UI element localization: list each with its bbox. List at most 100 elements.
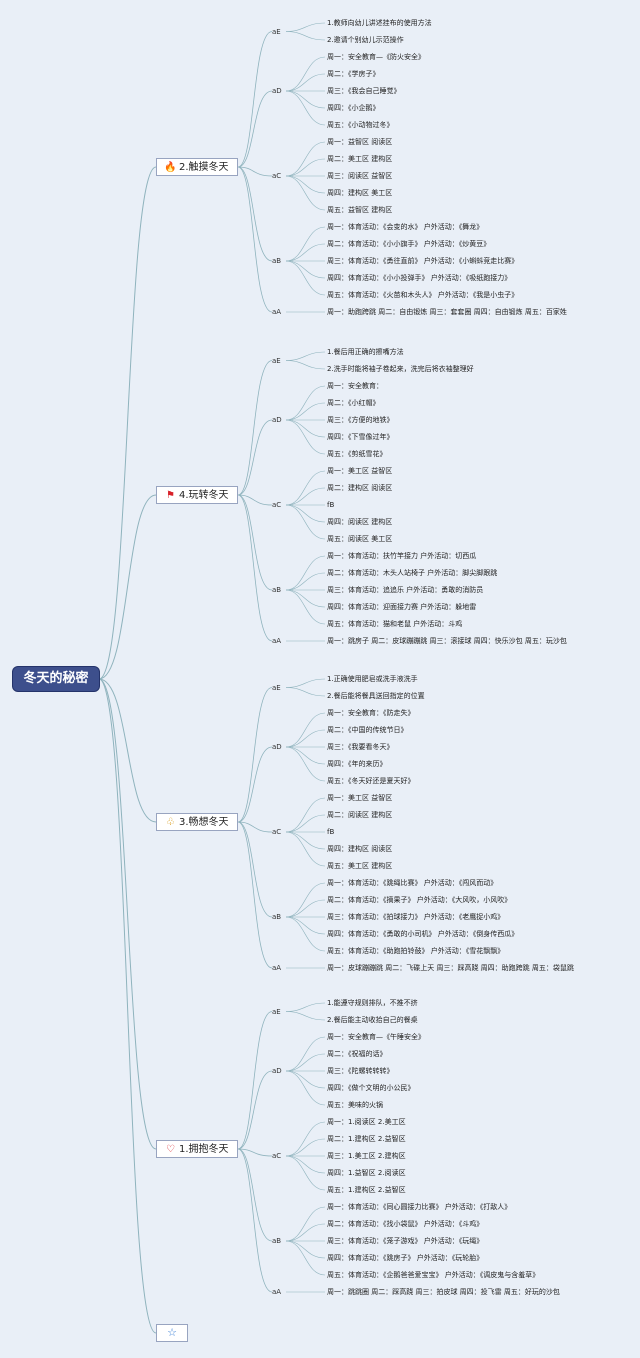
leaf-item[interactable]: 周一：体育活动：扶竹竿接力 户外活动：切西瓜 <box>327 552 477 560</box>
group-label[interactable]: aE <box>272 683 281 692</box>
leaf-item[interactable]: 周五：《剪纸雪花》 <box>327 450 387 458</box>
leaf-item[interactable]: 周四：阅读区 建构区 <box>327 518 393 526</box>
leaf-item[interactable]: 周五：体育活动：《火苗和木头人》 户外活动：《我是小虫子》 <box>327 291 519 299</box>
group-label[interactable]: aA <box>272 1288 282 1296</box>
leaf-item[interactable]: 周三：体育活动：《勇往直前》 户外活动：《小蝌蚪竞走比赛》 <box>327 257 519 265</box>
topic-3[interactable]: ♧3.畅想冬天 <box>156 813 238 831</box>
leaf-item[interactable]: fB <box>327 828 335 836</box>
leaf-item[interactable]: 1.教师向幼儿讲述挂布的使用方法 <box>327 19 432 27</box>
leaf-item[interactable]: 周二：体育活动：木头人站椅子 户外活动：脚尖脚跟跳 <box>327 569 498 577</box>
leaf-item[interactable]: 周四：体育活动：迎面接力赛 户外活动：躲地雷 <box>327 603 477 611</box>
leaf-item[interactable]: 周二：《小红帽》 <box>327 399 380 407</box>
group-label[interactable]: aA <box>272 964 282 972</box>
leaf-item[interactable]: 周一：体育活动：《跳绳比赛》 户外活动：《闯风而动》 <box>327 879 498 887</box>
leaf-item[interactable]: 周二：《中国的传统节日》 <box>327 726 408 734</box>
extra-topic[interactable]: ☆ <box>156 1324 188 1342</box>
leaf-item[interactable]: 周二：美工区 建构区 <box>327 155 393 163</box>
leaf-item[interactable]: 周二：体育活动：《找小袋鼠》 户外活动：《斗鸡》 <box>327 1220 484 1228</box>
leaf-item[interactable]: 周五：体育活动：《助跑拍铃鼓》 户外活动：《雪花飘飘》 <box>327 947 505 955</box>
leaf-item[interactable]: 周四：建构区 美工区 <box>327 189 393 197</box>
leaf-item[interactable]: 周五：阅读区 美工区 <box>327 535 393 543</box>
group-label[interactable]: aB <box>272 257 282 265</box>
leaf-item[interactable]: fB <box>327 501 335 509</box>
leaf-item[interactable]: 1.能遵守规则排队，不推不挤 <box>327 999 418 1007</box>
leaf-item[interactable]: 周三：体育活动：《拍球接力》 户外活动：《老鹰捉小鸡》 <box>327 913 505 921</box>
flame-icon: 🔥 <box>164 162 177 173</box>
leaf-item[interactable]: 周一：安全教育：《防走失》 <box>327 709 415 717</box>
leaf-item[interactable]: 周三：《方便的地铁》 <box>327 416 394 424</box>
leaf-item[interactable]: 周四：体育活动：《跳房子》 户外活动：《玩轮胎》 <box>327 1254 484 1262</box>
leaf-item[interactable]: 周二：建构区 阅读区 <box>327 484 393 492</box>
leaf-item[interactable]: 周一：安全教育： <box>327 382 383 390</box>
leaf-item[interactable]: 周四：《小企鹅》 <box>327 104 380 112</box>
leaf-item[interactable]: 周五：1.建构区 2.益智区 <box>327 1186 406 1194</box>
leaf-item[interactable]: 周一：体育活动：《同心圆接力比赛》 户外活动：《打敌人》 <box>327 1203 512 1211</box>
leaf-item[interactable]: 1.正确使用肥皂或洗手液洗手 <box>327 675 418 683</box>
connector <box>285 243 326 262</box>
leaf-item[interactable]: 周五：益智区 建构区 <box>327 206 393 214</box>
leaf-item[interactable]: 周二：体育活动：《摘果子》 户外活动：《大风吹，小风吹》 <box>327 896 512 904</box>
leaf-item[interactable]: 周四：体育活动：《小小投弹手》 户外活动：《吸纸跑接力》 <box>327 274 512 282</box>
leaf-item[interactable]: 周二：《学房子》 <box>327 70 380 78</box>
root-topic[interactable]: 冬天的秘密 <box>13 667 99 691</box>
leaf-item[interactable]: 周五：美工区 建构区 <box>327 862 393 870</box>
group-label[interactable]: aA <box>272 308 282 316</box>
leaf-item[interactable]: 周三：1.美工区 2.建构区 <box>327 1152 406 1160</box>
leaf-item[interactable]: 周二：1.建构区 2.益智区 <box>327 1135 406 1143</box>
leaf-item[interactable]: 周五：《冬天好还是夏天好》 <box>327 777 415 785</box>
leaf-item[interactable]: 周五：体育活动：猫和老鼠 户外活动：斗鸡 <box>327 620 463 628</box>
leaf-item[interactable]: 周三：阅读区 益智区 <box>327 172 393 180</box>
leaf-item[interactable]: 周一：美工区 益智区 <box>327 794 393 802</box>
leaf-item[interactable]: 周一：美工区 益智区 <box>327 467 393 475</box>
leaf-item[interactable]: 周二：《祝福的话》 <box>327 1050 387 1058</box>
group-label[interactable]: aE <box>272 27 281 36</box>
group-label[interactable]: aC <box>272 828 282 836</box>
group-label[interactable]: aB <box>272 913 282 921</box>
leaf-item[interactable]: 1.餐后用正确的擦嘴方法 <box>327 348 404 356</box>
group-label[interactable]: aE <box>272 356 281 365</box>
leaf-item[interactable]: 2.洗手时能将袖子卷起来，洗完后将衣袖整理好 <box>327 365 474 373</box>
group-label[interactable]: aC <box>272 1152 282 1160</box>
leaf-item[interactable]: 周一：跳房子 周二：皮球蹦蹦跳 周三：滚接球 周四：快乐沙包 周五：玩沙包 <box>327 637 567 645</box>
leaf-item[interactable]: 2.餐后能将餐具送回指定的位置 <box>327 692 425 700</box>
group-label[interactable]: aE <box>272 1007 281 1016</box>
leaf-item[interactable]: 周一：体育活动：《会变的水》 户外活动：《舞龙》 <box>327 223 484 231</box>
leaf-item[interactable]: 周四：《下雪像过年》 <box>327 433 394 441</box>
leaf-item[interactable]: 周四：1.益智区 2.阅读区 <box>327 1169 406 1177</box>
leaf-item[interactable]: 周一：安全教育—《午睡安全》 <box>327 1033 425 1041</box>
topic-4[interactable]: ♡1.拥抱冬天 <box>156 1140 238 1158</box>
leaf-item[interactable]: 周五：美味的火锅 <box>327 1101 383 1109</box>
group-label[interactable]: aA <box>272 637 282 645</box>
leaf-item[interactable]: 周三：《我会自己睡觉》 <box>327 87 401 95</box>
leaf-item[interactable]: 周一：1.阅读区 2.美工区 <box>327 1118 406 1126</box>
group-label[interactable]: aD <box>272 743 282 751</box>
group-label[interactable]: aB <box>272 1237 282 1245</box>
leaf-item[interactable]: 2.餐后能主动收拾自己的餐桌 <box>327 1016 418 1024</box>
leaf-item[interactable]: 周一：助跑跨跳 周二：自由锻炼 周三：套套圈 周四：自由锻炼 周五：百家姓 <box>327 308 567 316</box>
leaf-item[interactable]: 周五：《小动物过冬》 <box>327 121 394 129</box>
group-label[interactable]: aD <box>272 87 282 95</box>
leaf-item[interactable]: 周三：体育活动：追追乐 户外活动：勇敢的消防员 <box>327 586 484 594</box>
leaf-item[interactable]: 2.邀请个别幼儿示范操作 <box>327 36 404 44</box>
leaf-item[interactable]: 周三：《我要看冬天》 <box>327 743 394 751</box>
topic-1[interactable]: 🔥2.触摸冬天 <box>156 158 238 176</box>
leaf-item[interactable]: 周四：建构区 阅读区 <box>327 845 393 853</box>
leaf-item[interactable]: 周三：《陀螺转转转》 <box>327 1067 394 1075</box>
leaf-item[interactable]: 周二：体育活动：《小小旗手》 户外活动：《炒黄豆》 <box>327 240 491 248</box>
group-label[interactable]: aC <box>272 172 282 180</box>
group-label[interactable]: aB <box>272 586 282 594</box>
leaf-item[interactable]: 周四：《做个文明的小公民》 <box>327 1084 415 1092</box>
group-label[interactable]: aD <box>272 416 282 424</box>
leaf-item[interactable]: 周一：皮球蹦蹦跳 周二：飞碟上天 周三：踩高跷 周四：助跑跨跳 周五：袋鼠跳 <box>327 964 574 972</box>
leaf-item[interactable]: 周一：益智区 阅读区 <box>327 138 393 146</box>
leaf-item[interactable]: 周三：体育活动：《笼子游戏》 户外活动：《玩绳》 <box>327 1237 484 1245</box>
topic-2[interactable]: ⚑4.玩转冬天 <box>156 486 238 504</box>
leaf-item[interactable]: 周四：体育活动：《勇敢的小司机》 户外活动：《倒身传西瓜》 <box>327 930 519 938</box>
group-label[interactable]: aD <box>272 1067 282 1075</box>
leaf-item[interactable]: 周一：跳跳圈 周二：踩高跷 周三：拍皮球 周四：投飞雷 周五：好玩的沙包 <box>327 1288 560 1296</box>
leaf-item[interactable]: 周二：阅读区 建构区 <box>327 811 393 819</box>
group-label[interactable]: aC <box>272 501 282 509</box>
leaf-item[interactable]: 周四：《年的来历》 <box>327 760 387 768</box>
leaf-item[interactable]: 周一：安全教育—《防火安全》 <box>327 53 425 61</box>
leaf-item[interactable]: 周五：体育活动：《企鹅爸爸爱宝宝》 户外活动：《调皮鬼与含羞草》 <box>327 1271 540 1279</box>
